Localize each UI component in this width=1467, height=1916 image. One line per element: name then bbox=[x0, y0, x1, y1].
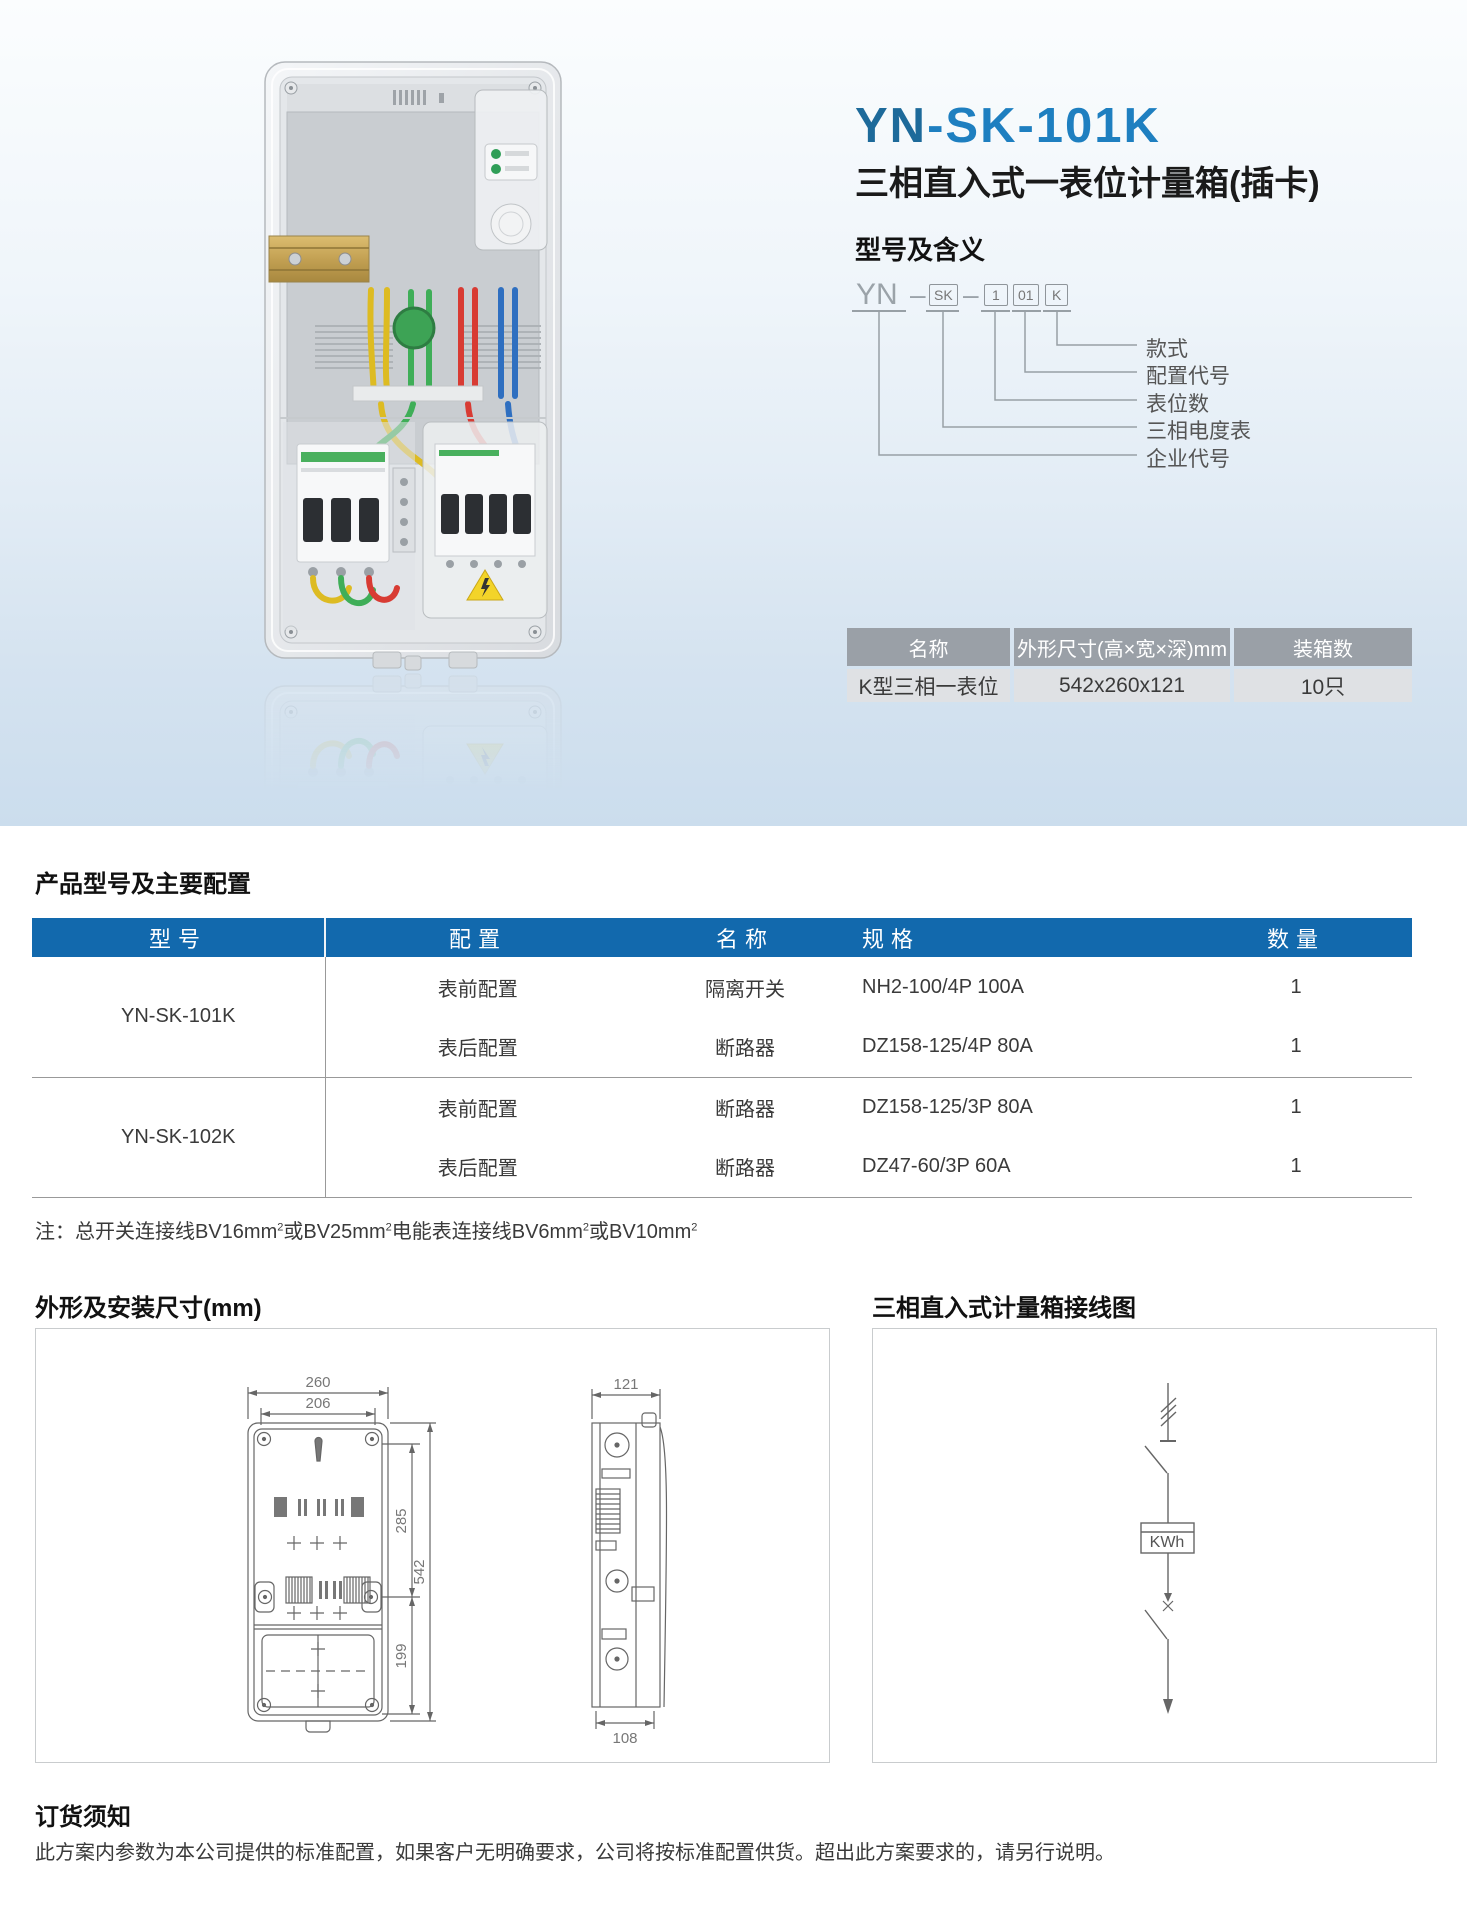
cell-qty: 1 bbox=[1180, 1137, 1412, 1198]
note-sup: 2 bbox=[691, 1221, 698, 1234]
config-table-header-row: 型号 配置 名称 规格 数量 bbox=[32, 918, 1412, 957]
dim-108: 108 bbox=[612, 1730, 637, 1747]
hero-section: YN-SK-101K 三相直入式一表位计量箱(插卡) 型号及含义 YN – SK… bbox=[0, 0, 1467, 826]
table-row: YN-SK-102K 表前配置 断路器 DZ158-125/3P 80A 1 bbox=[32, 1076, 1412, 1198]
code-connector-lines bbox=[852, 310, 1137, 456]
note-sup: 2 bbox=[385, 1221, 392, 1234]
model-cell: YN-SK-101K bbox=[32, 957, 326, 1077]
dimension-drawing: 260 206 285 542 199 121 108 bbox=[247, 1374, 668, 1747]
packing-cell-size: 542x260x121 bbox=[1014, 669, 1230, 702]
code-dash: – bbox=[963, 279, 979, 310]
packing-cell-name: K型三相一表位 bbox=[847, 669, 1010, 702]
cell-qty: 1 bbox=[1180, 1076, 1412, 1137]
note-text: 或BV25mm bbox=[283, 1221, 386, 1243]
code-label-style: 款式 bbox=[1146, 338, 1188, 361]
order-text: 此方案内参数为本公司提供的标准配置，如果客户无明确要求，公司将按标准配置供货。超… bbox=[35, 1842, 1115, 1864]
packing-header-name: 名称 bbox=[847, 628, 1010, 666]
config-note: 注：总开关连接线BV16mm2或BV25mm2电能表连接线BV6mm2或BV10… bbox=[35, 1215, 697, 1244]
cell-spec: DZ158-125/4P 80A bbox=[862, 1035, 1033, 1058]
packing-table: 名称 外形尺寸(高×宽×深)mm 装箱数 K型三相一表位 542x260x121… bbox=[843, 625, 1416, 705]
cell-name: 断路器 bbox=[630, 1137, 860, 1198]
col-header-name: 名称 bbox=[630, 918, 860, 957]
cell-spec: DZ47-60/3P 60A bbox=[860, 1137, 1180, 1198]
cell-name: 隔离开关 bbox=[705, 978, 785, 1001]
dim-542: 542 bbox=[411, 1559, 428, 1584]
packing-header-qty: 装箱数 bbox=[1234, 628, 1412, 666]
note-sup: 2 bbox=[582, 1221, 589, 1234]
dim-121: 121 bbox=[613, 1376, 638, 1393]
cell-config: 表前配置 bbox=[325, 1076, 630, 1137]
code-label-company: 企业代号 bbox=[1146, 448, 1230, 471]
code-dash: – bbox=[910, 279, 926, 310]
wiring-heading: 三相直入式计量箱接线图 bbox=[872, 1295, 1136, 1322]
table-row: YN-SK-101K 表前配置 隔离开关 NH2-100/4P 100A 1 bbox=[32, 957, 1412, 1077]
cell-name: 断路器 bbox=[630, 1076, 860, 1137]
config-section-heading: 产品型号及主要配置 bbox=[35, 871, 251, 898]
cell-spec: NH2-100/4P 100A bbox=[862, 975, 1024, 998]
dim-285: 285 bbox=[393, 1508, 410, 1533]
config-table: 型号 配置 名称 规格 数量 YN-SK-101K 表前配置 隔离开关 NH2-… bbox=[32, 918, 1412, 1198]
note-sup: 2 bbox=[277, 1221, 284, 1234]
title-prefix: YN bbox=[855, 99, 928, 153]
code-label-positions: 表位数 bbox=[1146, 393, 1209, 416]
wiring-box: KWh bbox=[872, 1328, 1437, 1763]
cell-config: 表后配置 bbox=[437, 1038, 518, 1061]
table-row: 表后配置 断路器 DZ47-60/3P 60A 1 bbox=[32, 1137, 1412, 1198]
code-label-meter: 三相电度表 bbox=[1146, 420, 1251, 443]
page-title: YN-SK-101K bbox=[855, 98, 1161, 154]
model-cell: YN-SK-102K bbox=[32, 1076, 326, 1198]
col-header-qty: 数量 bbox=[1180, 918, 1412, 957]
cell-config: 表后配置 bbox=[325, 1137, 630, 1198]
kwh-meter-label: KWh bbox=[1150, 1534, 1185, 1551]
dim-260: 260 bbox=[305, 1374, 330, 1391]
dimensions-heading: 外形及安装尺寸(mm) bbox=[35, 1295, 262, 1322]
note-text: 注：总开关连接线BV16mm bbox=[35, 1221, 278, 1243]
code-box-sk: SK bbox=[929, 284, 958, 306]
code-box-01: 01 bbox=[1013, 284, 1039, 306]
code-label-config: 配置代号 bbox=[1146, 365, 1230, 388]
wiring-diagram: KWh bbox=[1140, 1383, 1195, 1714]
cell-qty: 1 bbox=[1290, 1035, 1302, 1058]
cell-qty: 1 bbox=[1290, 975, 1302, 998]
note-text: 电能表连接线BV6mm bbox=[391, 1221, 583, 1243]
code-part-yn: YN bbox=[856, 278, 898, 311]
code-box-1: 1 bbox=[984, 284, 1008, 306]
packing-header-size: 外形尺寸(高×宽×深)mm bbox=[1014, 628, 1230, 666]
cell-config: 表前配置 bbox=[437, 978, 518, 1001]
col-header-model: 型号 bbox=[32, 918, 326, 957]
dimensions-box: 260 206 285 542 199 121 108 bbox=[35, 1328, 830, 1763]
cell-spec: DZ158-125/3P 80A bbox=[860, 1076, 1180, 1137]
col-header-config: 配置 bbox=[325, 918, 630, 957]
code-box-k: K bbox=[1045, 284, 1069, 306]
dim-199: 199 bbox=[393, 1643, 410, 1668]
table-row: 表后配置 断路器 DZ158-125/4P 80A 1 bbox=[32, 1017, 1412, 1077]
order-heading: 订货须知 bbox=[35, 1804, 131, 1831]
title-suffix: -SK-101K bbox=[927, 99, 1161, 153]
cell-name: 断路器 bbox=[715, 1038, 775, 1061]
packing-cell-qty: 10只 bbox=[1234, 669, 1412, 702]
note-text: 或BV10mm bbox=[589, 1221, 692, 1243]
dim-206: 206 bbox=[305, 1395, 330, 1412]
page-subtitle: 三相直入式一表位计量箱(插卡) bbox=[855, 165, 1320, 203]
col-header-spec: 规格 bbox=[860, 918, 1180, 957]
meaning-heading: 型号及含义 bbox=[855, 235, 986, 265]
